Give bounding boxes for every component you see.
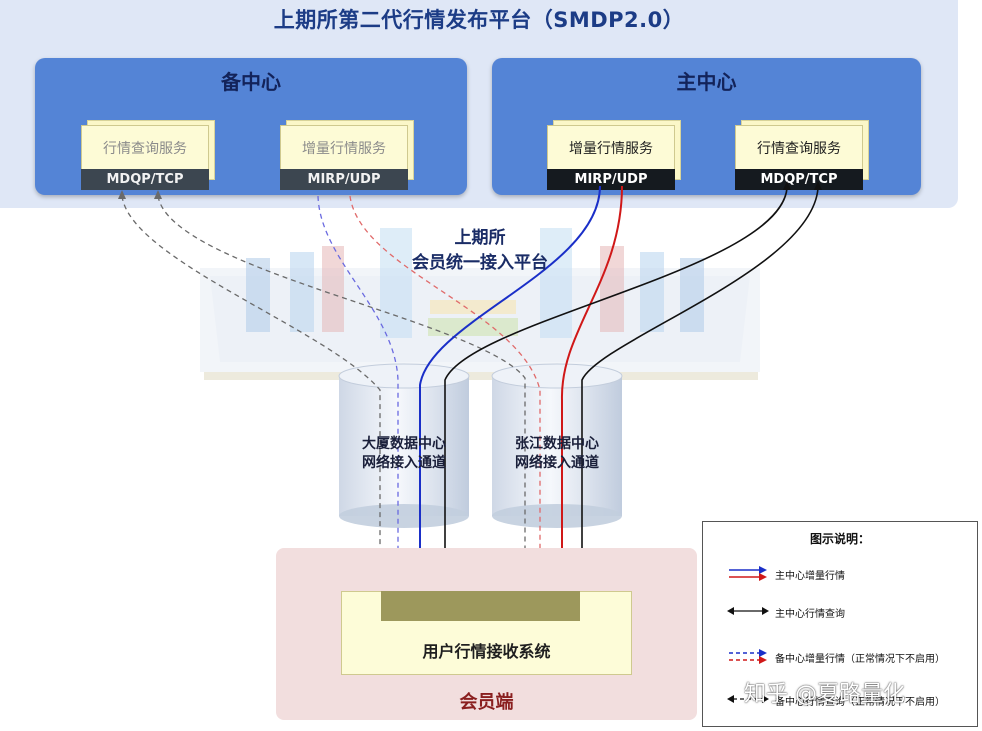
receiver-system-label: 用户行情接收系统 <box>422 642 551 661</box>
access-platform-line2: 会员统一接入平台 <box>412 253 548 273</box>
access-platform-line1: 上期所 <box>454 228 506 248</box>
member-zone-label: 会员端 <box>459 692 514 713</box>
legend-main-query: 主中心行情查询 <box>775 609 845 620</box>
watermark: 知乎 @夏路量化 <box>744 682 905 707</box>
legend-main-incremental: 主中心增量行情 <box>775 571 845 582</box>
backup-connections <box>121 195 541 585</box>
main-center-title: 主中心 <box>676 70 737 94</box>
service-name: 增量行情服务 <box>547 125 675 171</box>
backup-query-service: 行情查询服务 MDQP/TCP <box>81 120 215 190</box>
legend-title: 图示说明： <box>809 532 870 546</box>
legend-backup-incremental: 备中心增量行情（正常情况下不启用） <box>775 654 945 665</box>
legend: 图示说明： 主中心增量行情 主中心行情查询 备中心增量行情（正常情况下不启用） … <box>702 521 978 727</box>
main-center-box: 主中心 增量行情服务 MIRP/UDP 行情查询服务 MDQP/TCP <box>492 58 921 195</box>
dasha-datacenter-label: 大厦数据中心 网络接入通道 <box>362 436 446 471</box>
platform-title: 上期所第二代行情发布平台（SMDP2.0） <box>273 8 685 32</box>
zhangjiang-datacenter-label: 张江数据中心 网络接入通道 <box>515 436 599 471</box>
access-platform-label: 上期所 会员统一接入平台 <box>390 226 570 276</box>
receiver-input-bar <box>381 591 580 621</box>
service-name: 增量行情服务 <box>280 125 408 171</box>
main-connections <box>419 185 819 585</box>
legend-backup-query: 备中心行情查询（正常情况下不启用） <box>775 697 945 708</box>
backup-center-title: 备中心 <box>221 70 281 94</box>
service-protocol: MIRP/UDP <box>280 169 408 190</box>
backup-center-box: 备中心 行情查询服务 MDQP/TCP 增量行情服务 MIRP/UDP <box>35 58 467 195</box>
backup-incremental-service: 增量行情服务 MIRP/UDP <box>280 120 414 190</box>
access-platform-illustration <box>200 228 760 380</box>
main-query-service: 行情查询服务 MDQP/TCP <box>735 120 869 190</box>
service-name: 行情查询服务 <box>735 125 863 171</box>
dasha-cylinder <box>338 363 470 528</box>
service-protocol: MDQP/TCP <box>81 169 209 190</box>
legend-symbols <box>727 566 769 703</box>
service-protocol: MIRP/UDP <box>547 169 675 190</box>
main-incremental-service: 增量行情服务 MIRP/UDP <box>547 120 681 190</box>
